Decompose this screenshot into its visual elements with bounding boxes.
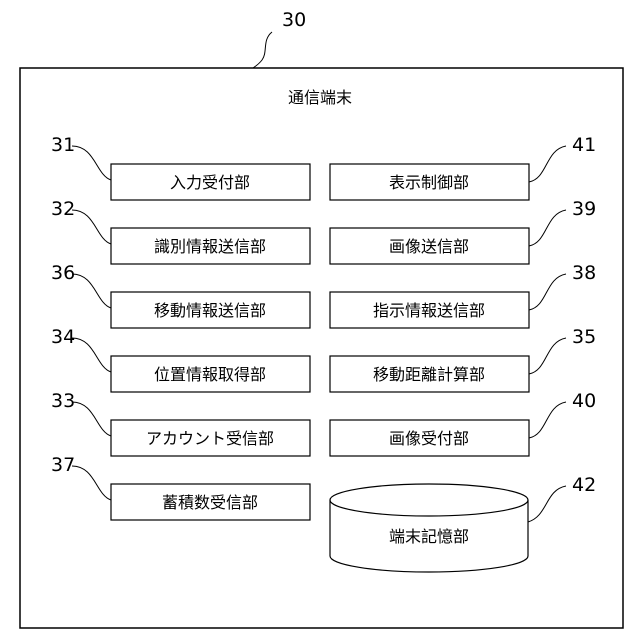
ref-33: 33 xyxy=(51,390,75,412)
unit-label-movement-info-transmission: 移動情報送信部 xyxy=(154,301,266,320)
unit-label-instruction-info-transmission: 指示情報送信部 xyxy=(373,301,485,320)
leader-40 xyxy=(529,402,566,438)
ref-31: 31 xyxy=(51,134,75,156)
leader-33 xyxy=(72,402,111,436)
leader-31 xyxy=(72,146,111,180)
unit-label-movement-distance-calc: 移動距離計算部 xyxy=(373,365,485,384)
ref-35: 35 xyxy=(572,326,596,348)
ref-41: 41 xyxy=(572,134,596,156)
device-title: 通信端末 xyxy=(288,88,352,107)
ref-36: 36 xyxy=(51,262,75,284)
ref-38: 38 xyxy=(572,262,596,284)
unit-label-account-reception: アカウント受信部 xyxy=(146,429,274,448)
unit-label-image-transmission: 画像送信部 xyxy=(389,237,469,256)
leader-35 xyxy=(529,338,566,374)
device-frame xyxy=(20,68,623,628)
leader-32 xyxy=(72,210,111,244)
storage-cylinder-top xyxy=(330,484,528,516)
leader-37 xyxy=(72,466,111,500)
ref-40: 40 xyxy=(572,390,596,412)
leader-39 xyxy=(529,210,566,246)
unit-label-accumulation-count-reception: 蓄積数受信部 xyxy=(162,493,258,512)
unit-label-display-control: 表示制御部 xyxy=(389,173,469,192)
ref-37: 37 xyxy=(51,454,75,476)
ref-42: 42 xyxy=(572,474,596,496)
device-ref-leader xyxy=(253,32,272,68)
unit-label-id-info-transmission: 識別情報送信部 xyxy=(154,237,266,256)
leader-41 xyxy=(529,146,566,182)
leader-34 xyxy=(72,338,111,372)
leader-42 xyxy=(528,486,566,522)
unit-label-image-reception: 画像受付部 xyxy=(389,429,469,448)
ref-34: 34 xyxy=(51,326,75,348)
unit-label-position-info-acquisition: 位置情報取得部 xyxy=(154,365,266,384)
leader-38 xyxy=(529,274,566,310)
storage-label: 端末記憶部 xyxy=(389,527,469,546)
unit-label-input-reception: 入力受付部 xyxy=(170,173,250,192)
ref-32: 32 xyxy=(51,198,75,220)
device-ref: 30 xyxy=(282,9,306,31)
ref-39: 39 xyxy=(572,198,596,220)
leader-36 xyxy=(72,274,111,308)
